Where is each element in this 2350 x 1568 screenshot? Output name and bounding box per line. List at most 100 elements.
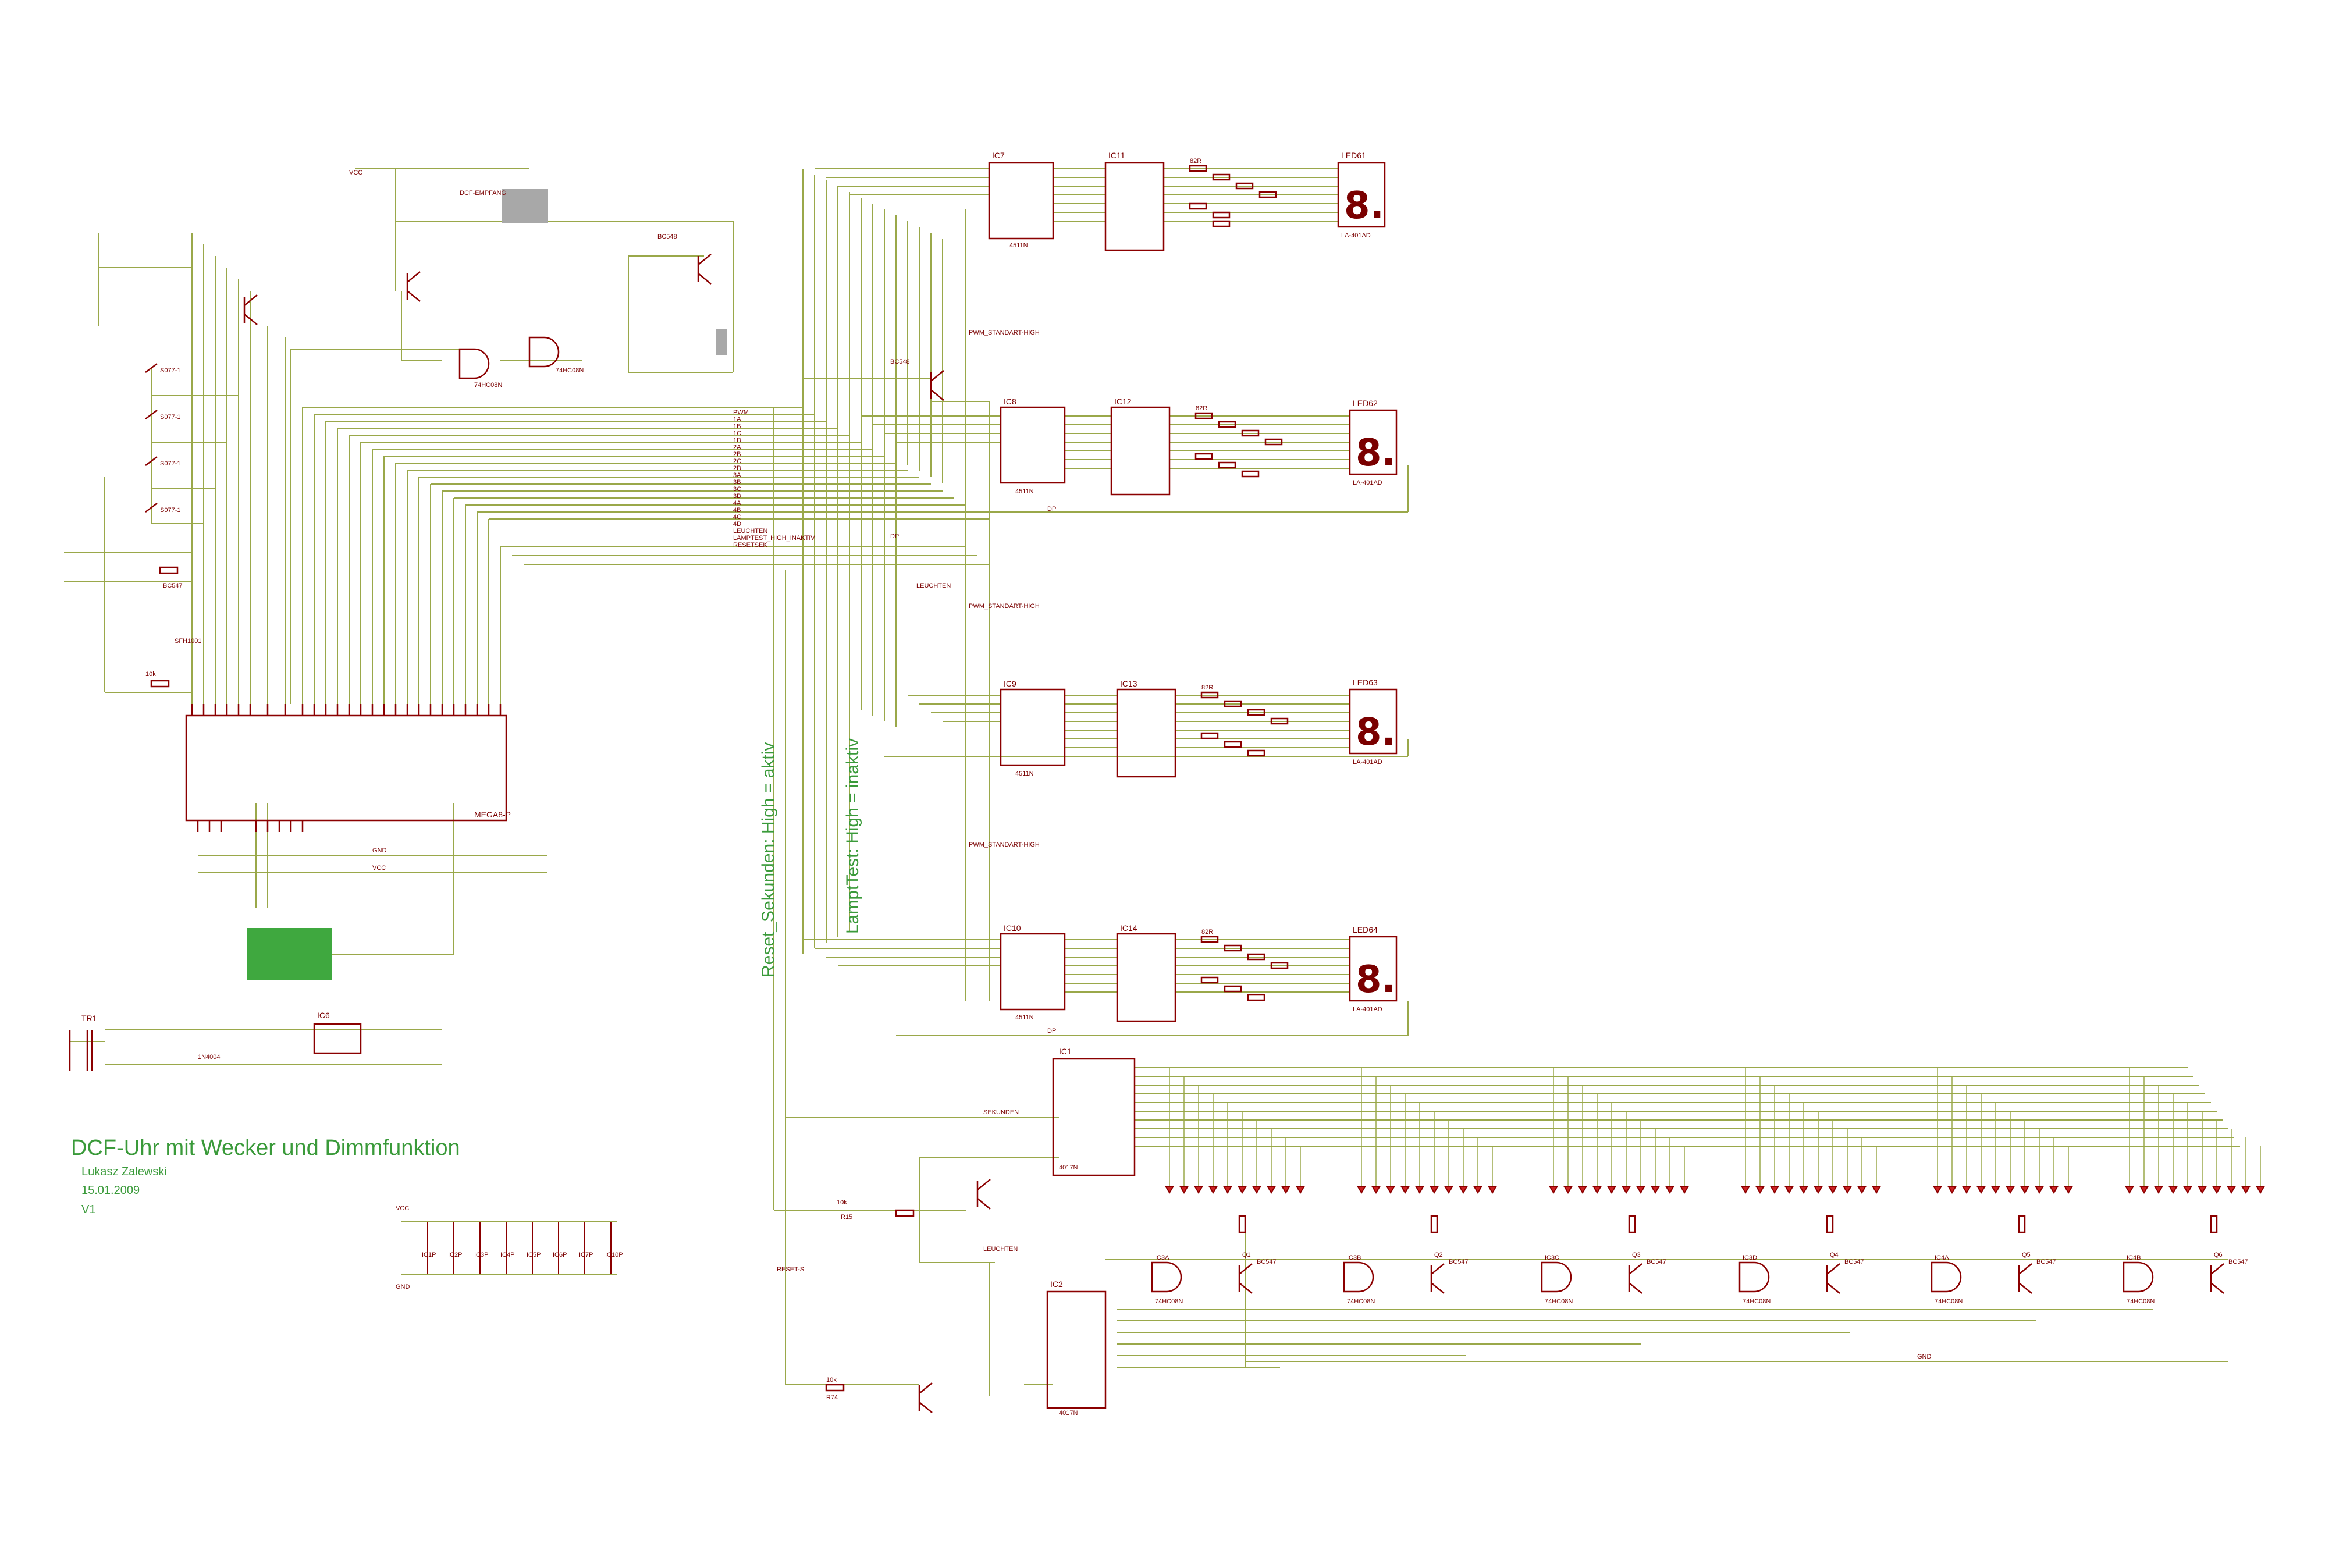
bus-label: 4B [733, 507, 741, 514]
diode-part: 1N4004 [198, 1054, 221, 1061]
gate-ref: IC4B [2127, 1254, 2141, 1261]
driver-ic14 [1116, 933, 1176, 1022]
bus-label: 2C [733, 458, 741, 465]
transistor-part: BC547 [163, 582, 183, 589]
display-led62 [1349, 409, 1398, 475]
ref-label: IC8 [1004, 397, 1016, 406]
net-label-leuchten: LEUCHTEN [916, 582, 951, 589]
display-glyph: 8. [1356, 711, 1396, 754]
bus-labels: PWM1A1B1C1D2A2B2C2D3A3B3C3D4A4B4C4DLEUCH… [733, 409, 815, 549]
regulator-ic6 [313, 1023, 362, 1054]
led-icon [2125, 1186, 2134, 1194]
gate-ref: IC4A [1935, 1254, 1949, 1261]
version: V1 [81, 1203, 95, 1216]
net-label-dp: DP [1047, 1027, 1056, 1034]
ref-label: TR1 [81, 1014, 97, 1023]
led-icon [1296, 1186, 1305, 1194]
led-icon [1357, 1186, 1366, 1194]
mcu-body [185, 714, 507, 822]
transistor-ref: Q5 [2022, 1251, 2031, 1258]
ref-label: IC7 [992, 151, 1005, 160]
led-icon [2020, 1186, 2029, 1194]
bus-label: 3B [733, 479, 741, 486]
gate-part: 74HC08N [1743, 1298, 1771, 1305]
net-label-dp: DP [890, 533, 899, 540]
led-icon [1607, 1186, 1616, 1194]
net-label-gnd: GND [372, 847, 387, 854]
mcu-part-label: MEGA8-P [474, 810, 511, 819]
decoupling-cap-label: IC5P [527, 1251, 541, 1258]
led-icon [2212, 1186, 2221, 1194]
bus-label: 4D [733, 521, 741, 528]
transistor-part: BC547 [1257, 1258, 1277, 1265]
net-label-vcc: VCC [372, 865, 386, 872]
led-icon [1872, 1186, 1881, 1194]
net-label-dp: DP [1047, 506, 1056, 513]
display-glyph: 8. [1344, 184, 1384, 227]
led-icon [1680, 1186, 1689, 1194]
led-icon [1208, 1186, 1218, 1194]
part-label: 4017N [1059, 1164, 1078, 1171]
transistor-part: BC547 [1844, 1258, 1864, 1265]
counter-ic2 [1046, 1290, 1107, 1409]
gate-ref: IC3C [1545, 1254, 1559, 1261]
ref-label: LED64 [1353, 925, 1378, 934]
page-title: DCF-Uhr mit Wecker und Dimmfunktion [71, 1136, 460, 1160]
bus-label: 3D [733, 493, 741, 500]
led-icon [2139, 1186, 2149, 1194]
led-icon [1473, 1186, 1482, 1194]
ref-label: IC9 [1004, 679, 1016, 688]
decoder-ic9 [1000, 688, 1066, 766]
ref-label: LED61 [1341, 151, 1366, 160]
transistor-ref: Q3 [1632, 1251, 1641, 1258]
ref-label: IC2 [1050, 1279, 1063, 1289]
ref-label: LED62 [1353, 399, 1378, 408]
bus-label: 1D [733, 437, 741, 444]
led-icon [1857, 1186, 1867, 1194]
decoder-ic10 [1000, 933, 1066, 1011]
part-label: LA-401AD [1341, 232, 1371, 239]
led-icon [1267, 1186, 1276, 1194]
net-label-pwm: PWM_STANDART-HIGH [969, 603, 1040, 610]
led-icon [2154, 1186, 2163, 1194]
gate-part: 74HC08N [474, 382, 502, 389]
led-icon [1179, 1186, 1189, 1194]
bus-label: 1B [733, 423, 741, 430]
wire-layer [64, 168, 2240, 1396]
part-label: 4511N [1015, 488, 1034, 495]
ref-label: LED63 [1353, 678, 1378, 687]
decoder-ic7 [988, 162, 1054, 240]
net-label-vcc: VCC [396, 1205, 409, 1212]
date: 15.01.2009 [81, 1184, 140, 1197]
decoupling-cap-label: IC4P [500, 1251, 514, 1258]
switch-label: S077-1 [160, 367, 180, 374]
gate-ref: IC3A [1155, 1254, 1169, 1261]
led-icon [1991, 1186, 2000, 1194]
sensor-part: SFH1001 [175, 638, 201, 645]
switch-label: S077-1 [160, 460, 180, 467]
led-icon [1770, 1186, 1779, 1194]
led-matrix [1165, 1068, 2265, 1194]
gate-part: 74HC08N [2127, 1298, 2155, 1305]
part-label: LA-401AD [1353, 1006, 1382, 1013]
resistor-value: 10k [837, 1199, 847, 1206]
led-icon [1962, 1186, 1971, 1194]
led-icon [1563, 1186, 1573, 1194]
led-icon [1651, 1186, 1660, 1194]
bus-label: 3C [733, 486, 741, 493]
led-icon [1665, 1186, 1674, 1194]
led-icon [1947, 1186, 1957, 1194]
net-label-pwm: PWM_STANDART-HIGH [969, 841, 1040, 848]
bus-label: 4C [733, 514, 741, 521]
net-label-vcc: VCC [349, 169, 362, 176]
counter-ic1 [1052, 1058, 1136, 1176]
led-icon [1400, 1186, 1410, 1194]
led-icon [1622, 1186, 1631, 1194]
led-icon [1933, 1186, 1942, 1194]
led-icon [1784, 1186, 1794, 1194]
gate-part: 74HC08N [1935, 1298, 1963, 1305]
led-icon [2064, 1186, 2073, 1194]
part-label: 4511N [1009, 242, 1028, 249]
led-icon [2049, 1186, 2059, 1194]
